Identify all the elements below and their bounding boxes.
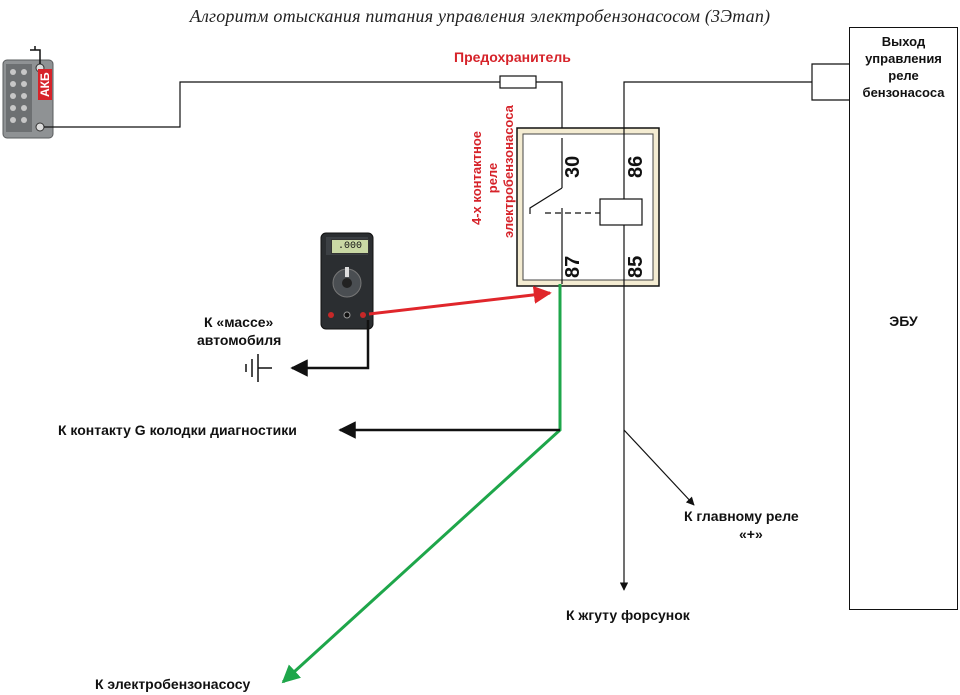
fuel-pump-label: К электробензонасосу: [95, 676, 251, 692]
ecu-output-line: управления: [865, 51, 942, 66]
injector-harness-label: К жгуту форсунок: [566, 607, 690, 623]
ecu-output-line: Выход: [881, 34, 926, 49]
main-relay-label-line1: К главному реле: [684, 508, 799, 524]
ecu-control-wire: [623, 63, 849, 138]
battery-positive-wire: [44, 81, 500, 128]
ground-wire: [290, 320, 370, 377]
ground-label-line1: К «массе»: [204, 314, 274, 330]
diag-contact-label: К контакту G колодки диагностики: [58, 422, 297, 438]
pump-wire: [281, 284, 562, 684]
fuse-to-relay-wire: [536, 81, 563, 138]
relay-caption: 4-х контактное реле электробензонасоса: [469, 105, 516, 238]
fuse-icon: [499, 75, 537, 89]
fuse-label: Предохранитель: [454, 49, 571, 65]
ground-icon: [245, 354, 272, 382]
ecu-label: ЭБУ: [889, 313, 918, 329]
multimeter-display: .000: [331, 239, 369, 254]
ecu-output-line: реле: [888, 68, 919, 83]
page-title: Алгоритм отыскания питания управления эл…: [189, 6, 771, 26]
relay-pin-30: 30: [562, 155, 584, 178]
relay-icon: [516, 127, 660, 287]
main-relay-wire: [623, 429, 695, 506]
relay-pin-87: 87: [562, 255, 584, 278]
main-relay-label-line2: «+»: [739, 526, 763, 542]
ecu-box: [849, 27, 958, 610]
ground-label-line2: автомобиля: [197, 332, 282, 348]
relay-pin-85: 85: [625, 255, 647, 278]
ecu-output-label: Выход управления реле бензонасоса: [849, 33, 958, 101]
relay-pin-86: 86: [625, 155, 647, 178]
probe-wire: [368, 285, 552, 316]
battery-label: АКБ: [38, 69, 52, 100]
ecu-output-line: бензонасоса: [862, 85, 945, 100]
